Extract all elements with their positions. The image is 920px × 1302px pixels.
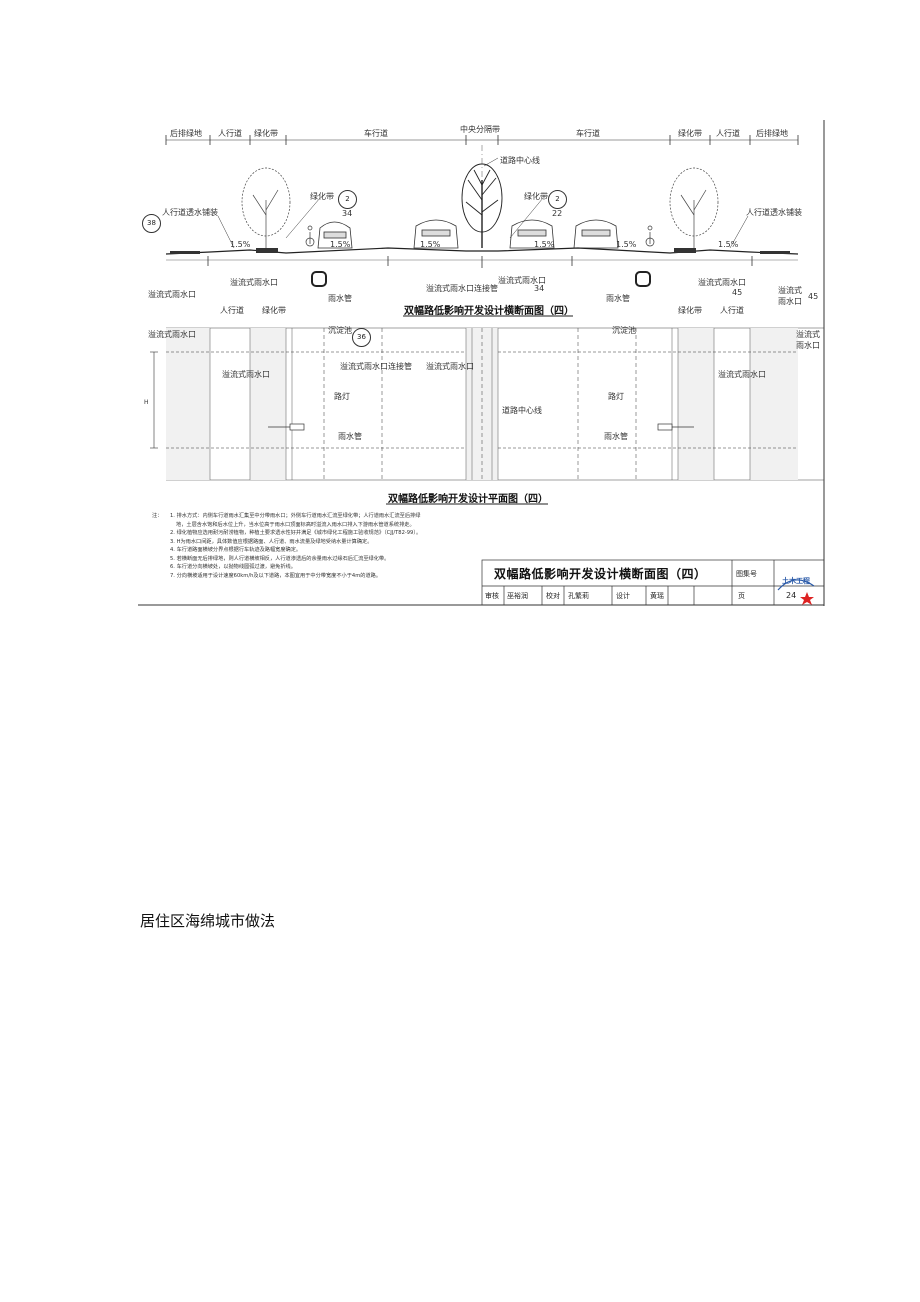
ref-number: 45 — [808, 292, 819, 301]
overflow-connector-label: 溢流式雨水口连接管 — [340, 362, 412, 371]
note-line: 3. H为雨水口间距，具体数值应根据路面、人行道、雨水流量及绿地受纳水量计算确定… — [170, 538, 373, 545]
plan-sidewalk-label: 人行道 — [720, 306, 744, 315]
note-line: 4. 车行道路面横坡分界点根据行车轨迹及路幅宽度确定。 — [170, 547, 302, 553]
overflow-inlet-label: 溢流式雨水口 — [148, 330, 196, 339]
note-line: 2. 绿化植物应选用耐污耐涝植物，种植土要求透水性好并满足《城市绿化工程施工验收… — [170, 530, 422, 536]
zone-label: 绿化带 — [678, 129, 702, 138]
review-label: 审核 — [485, 592, 499, 600]
zone-label: 车行道 — [576, 129, 600, 138]
overflow-inlet-label: 溢流式雨水口 — [230, 278, 278, 287]
engineering-drawing-sheet: 后排绿地 人行道 绿化带 车行道 中央分隔带 车行道 绿化带 人行道 后排绿地 … — [138, 120, 828, 606]
overflow-inlet-label: 溢流式雨水口 — [222, 370, 270, 379]
page-label: 页 — [738, 592, 745, 600]
ref-callout: 36 — [352, 328, 371, 347]
section-caption: 双幅路低影响开发设计横断面图（四） — [404, 306, 574, 317]
body-heading: 居住区海绵城市做法 — [140, 912, 276, 930]
rain-pipe-label: 雨水管 — [606, 294, 630, 303]
dimension-h-label: H — [144, 399, 149, 406]
slope-label: 1.5% — [616, 240, 637, 249]
zone-label: 后排绿地 — [756, 129, 788, 138]
overflow-inlet-label: 溢流式雨水口 — [426, 362, 474, 371]
sidewalk-paving-label: 人行道透水铺装 — [162, 208, 218, 217]
page-number: 24 — [786, 591, 797, 600]
overflow-inlet-label: 溢流式 — [778, 286, 802, 295]
overflow-inlet-label: 溢流式雨水口 — [698, 278, 746, 287]
atlas-number-label: 图集号 — [736, 570, 757, 578]
road-center-line-label: 道路中心线 — [500, 156, 540, 165]
title-block-title: 双幅路低影响开发设计横断面图（四） — [494, 567, 707, 581]
center-line-label: 道路中心线 — [502, 406, 542, 415]
overflow-connector-label: 溢流式雨水口连接管 — [426, 284, 498, 293]
notes-label: 注： — [152, 513, 163, 519]
ref-number: 34 — [342, 209, 353, 218]
street-lamp-label: 路灯 — [608, 392, 624, 401]
rain-pipe-label: 雨水管 — [604, 432, 628, 441]
plan-sidewalk-label: 人行道 — [220, 306, 244, 315]
reviewer-name: 巫裕润 — [507, 592, 528, 600]
slope-label: 1.5% — [718, 240, 739, 249]
ref-callout: 38 — [142, 214, 161, 233]
note-line: 地，土层含水饱和后水位上升，当水位高于雨水口顶面标高时溢流入雨水口排入下游雨水管… — [176, 521, 415, 528]
ref-number: 34 — [534, 284, 545, 293]
plan-green-label: 绿化带 — [262, 306, 286, 315]
ref-callout: 2 — [548, 190, 567, 209]
design-label: 设计 — [616, 592, 630, 600]
overflow-inlet-label: 溢流式雨水口 — [498, 276, 546, 285]
overflow-inlet-label: 溢流式雨水口 — [718, 370, 766, 379]
notes-block: 注： 1. 排水方式：内侧车行道雨水汇集至中分带雨水口；外侧车行道雨水汇流至绿化… — [152, 512, 488, 580]
slope-label: 1.5% — [330, 240, 351, 249]
zone-label: 车行道 — [364, 129, 388, 138]
slope-label: 1.5% — [230, 240, 251, 249]
green-belt-label: 绿化带 — [524, 192, 548, 201]
overflow-inlet-label: 雨水口 — [796, 341, 820, 350]
overflow-inlet-label: 溢流式雨水口 — [148, 290, 196, 299]
street-lamp-label: 路灯 — [334, 392, 350, 401]
note-line: 6. 车行道分向横坡处，以抛物线圆弧过渡，避免折线。 — [170, 564, 296, 570]
settling-tank-label: 沉淀池 — [328, 326, 352, 335]
overflow-inlet-label: 溢流式 — [796, 330, 820, 339]
zone-label: 人行道 — [716, 129, 740, 138]
ref-number: 45 — [732, 288, 743, 297]
plan-green-label: 绿化带 — [678, 306, 702, 315]
settling-tank-label: 沉淀池 — [612, 326, 636, 335]
zone-label: 人行道 — [218, 129, 242, 138]
ref-number: 22 — [552, 209, 563, 218]
rain-pipe-label: 雨水管 — [338, 432, 362, 441]
green-belt-label: 绿化带 — [310, 192, 334, 201]
checker-name: 孔繁莉 — [568, 592, 589, 600]
note-line: 5. 若横断面无后排绿地，则人行道横坡相反，人行道渗透后的余量雨水过缘石后汇流至… — [170, 555, 390, 562]
designer-name: 黄瑶 — [650, 592, 664, 600]
drawing-linework — [138, 120, 825, 606]
zone-label: 绿化带 — [254, 129, 278, 138]
stamp-text: 土木工程 — [782, 577, 810, 585]
sidewalk-paving-label: 人行道透水铺装 — [746, 208, 802, 217]
slope-label: 1.5% — [420, 240, 441, 249]
rain-pipe-label: 雨水管 — [328, 294, 352, 303]
slope-label: 1.5% — [534, 240, 555, 249]
stamp-emblem — [777, 579, 815, 605]
ref-callout: 2 — [338, 190, 357, 209]
overflow-inlet-label: 雨水口 — [778, 297, 802, 306]
plan-caption: 双幅路低影响开发设计平面图（四） — [388, 494, 548, 505]
zone-label: 中央分隔带 — [460, 125, 500, 134]
zone-label: 后排绿地 — [170, 129, 202, 138]
note-line: 1. 排水方式：内侧车行道雨水汇集至中分带雨水口；外侧车行道雨水汇流至绿化带；人… — [170, 513, 421, 519]
note-line: 7. 分向横坡适用于设计速度60km/h及以下道路，本图宜用于中分带宽度不小于4… — [170, 572, 382, 579]
check-label: 校对 — [546, 592, 560, 600]
